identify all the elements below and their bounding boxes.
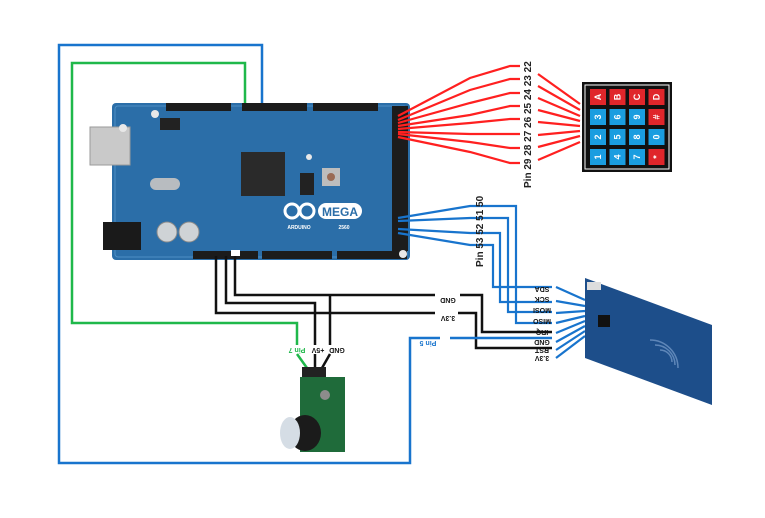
blue-wire-pin5 (57, 43, 440, 465)
keypad-key (590, 149, 606, 165)
keypad-key-label: 4 (613, 154, 623, 159)
arduino-logo (283, 202, 316, 220)
keypad-key (590, 109, 606, 125)
keypad-key (648, 89, 665, 105)
keypad-key-label: 7 (632, 154, 642, 159)
keypad-key-label: * (652, 155, 662, 159)
arduino-mega-board: MEGA ARDUINO 2560 (89, 103, 410, 260)
power-jack (103, 222, 141, 250)
brand-text: ARDUINO (287, 225, 310, 231)
keypad-key-label: # (652, 114, 662, 119)
keypad-key-label: 3 (593, 114, 603, 119)
keypad-key (629, 89, 645, 105)
spi-wires (397, 204, 586, 359)
keypad-key-label: 6 (613, 114, 623, 119)
keypad-key-label: 0 (652, 134, 662, 139)
keypad-key-label: C (632, 93, 642, 100)
keypad-key-label: A (593, 93, 603, 100)
keypad-key (609, 129, 626, 145)
keypad-key (629, 109, 645, 125)
label-3v3: 3.3V (440, 314, 455, 321)
keypad-key-label: D (652, 93, 662, 100)
atmega-chip (241, 152, 285, 196)
keypad-key (590, 129, 606, 145)
buzzer-label-5v: +5V (311, 346, 324, 353)
keypad-key (609, 149, 626, 165)
keypad: A B C D 3 6 9 #2 5 8 0 1 4 7 * (582, 82, 672, 172)
rfid-pin-label-33v: 3.3V (534, 354, 549, 361)
keypad-wires (397, 64, 581, 165)
buzzer-label-pin7: Pin 7 (289, 346, 306, 353)
label-pin5: Pin 5 (420, 339, 437, 346)
power-wires (214, 256, 552, 369)
rfid-pin-label-mosi: MOSI (533, 306, 551, 313)
power-labels: GND 3.3V Pin 5 (420, 296, 456, 346)
rfid-pin-label-miso: MISO (533, 317, 551, 324)
keypad-key-label: 9 (632, 114, 642, 119)
usb-port (89, 126, 131, 166)
rfid-pin-label-rst: RST (534, 346, 549, 353)
keypad-key-label: 2 (593, 134, 603, 139)
buzzer-pin-labels: Pin 7 +5V GND (289, 346, 345, 353)
rfid-pin-label-irq: IRQ (535, 328, 548, 335)
label-gnd: GND (440, 296, 456, 303)
keypad-pin-label: Pin 29 28 27 26 25 24 23 22 (523, 61, 534, 188)
buzzer-label-gnd: GND (329, 346, 345, 353)
keypad-key (648, 149, 665, 165)
rfid-pin-label-gnd: GND (534, 338, 550, 345)
keypad-key (590, 89, 606, 105)
green-wire-to-buzzer (295, 353, 309, 369)
keypad-key (648, 129, 665, 145)
keypad-key (609, 109, 626, 125)
keypad-key (609, 89, 626, 105)
keypad-key-label: 8 (632, 134, 642, 139)
rfid-pin-label: Pin 53 52 51 50 (475, 195, 486, 267)
keypad-key (629, 129, 645, 145)
keypad-key-label: B (613, 93, 623, 100)
keypad-key (648, 109, 665, 125)
keypad-key-label: 1 (593, 154, 603, 159)
rfid-module (585, 278, 712, 405)
rfid-pin-label-sda: SDA (535, 285, 550, 292)
keypad-key-label: 5 (613, 134, 623, 139)
buzzer-module (280, 367, 345, 452)
keypad-key (629, 149, 645, 165)
rfid-pin-label-sck: SCK (535, 295, 550, 302)
mega-logo-text: MEGA (322, 205, 358, 219)
green-wire-pin7 (70, 61, 299, 345)
model-text: 2560 (338, 225, 349, 231)
